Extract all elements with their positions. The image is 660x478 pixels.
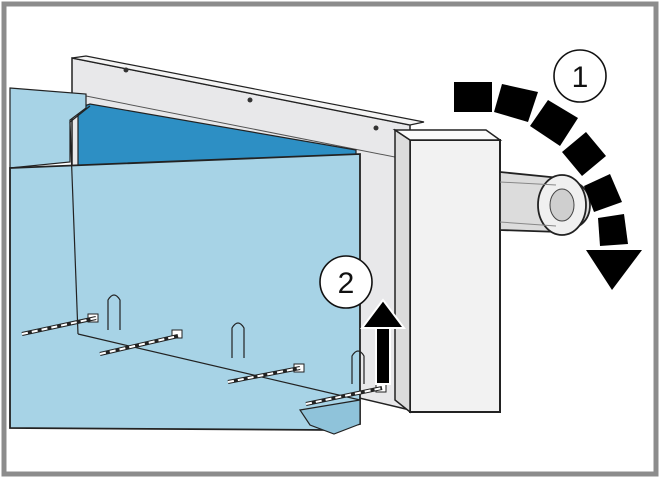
retaining-clips	[21, 294, 387, 406]
clip	[99, 322, 245, 358]
callout-2: 2	[319, 255, 373, 309]
clip	[21, 294, 121, 336]
screw-hole	[373, 125, 379, 131]
clip	[227, 350, 365, 384]
rotary-knob	[499, 171, 591, 236]
screw-hole	[123, 67, 129, 73]
glass-pane	[9, 87, 361, 435]
up-arrow-icon	[360, 298, 406, 385]
callout-2-label: 2	[338, 267, 355, 300]
end-cap	[392, 128, 503, 414]
callout-1: 1	[553, 49, 607, 103]
callout-1-label: 1	[572, 61, 589, 94]
curved-dashed-arrow-icon	[454, 82, 642, 290]
screw-hole	[247, 97, 253, 103]
